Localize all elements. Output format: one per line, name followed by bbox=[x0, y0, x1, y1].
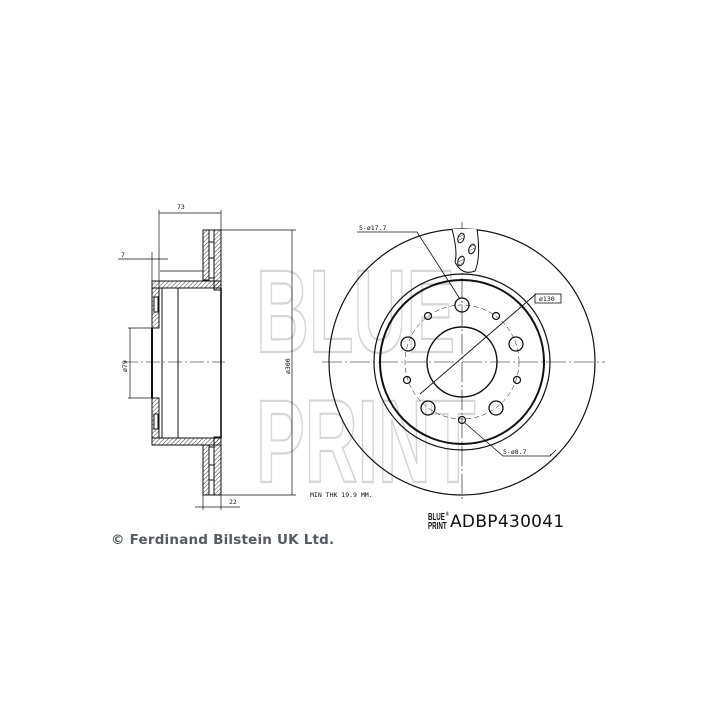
min-thickness-label: MIN THK 19.9 MM. bbox=[310, 491, 373, 499]
cross-section-view bbox=[118, 210, 296, 510]
part-number: ADBP430041 bbox=[450, 512, 565, 532]
dim-width-label: 73 bbox=[177, 203, 185, 211]
dim-bore-label: ø79 bbox=[121, 360, 129, 372]
logo-line-2: PRINT bbox=[428, 521, 447, 532]
large-holes-label: 5-ø17.7 bbox=[359, 224, 386, 232]
logo-line-1: BLUE bbox=[428, 512, 445, 523]
dim-offset-label: 7 bbox=[121, 251, 125, 259]
dim-thickness-label: 22 bbox=[229, 498, 237, 506]
pcd-label: ø130 bbox=[539, 295, 555, 303]
watermark-blue: BLUE bbox=[256, 245, 455, 377]
copyright-text: © Ferdinand Bilstein UK Ltd. bbox=[111, 532, 335, 548]
front-view bbox=[322, 222, 605, 500]
registered-mark: ® bbox=[445, 512, 449, 518]
blue-print-logo: BLUE PRINT ® bbox=[428, 512, 449, 532]
small-holes-label: 5-ø8.7 bbox=[503, 448, 527, 456]
watermark: BLUE PRINT bbox=[255, 244, 476, 508]
brand-block: BLUE PRINT ® ADBP430041 bbox=[428, 512, 565, 532]
dim-diameter-label: ø300 bbox=[284, 358, 292, 374]
